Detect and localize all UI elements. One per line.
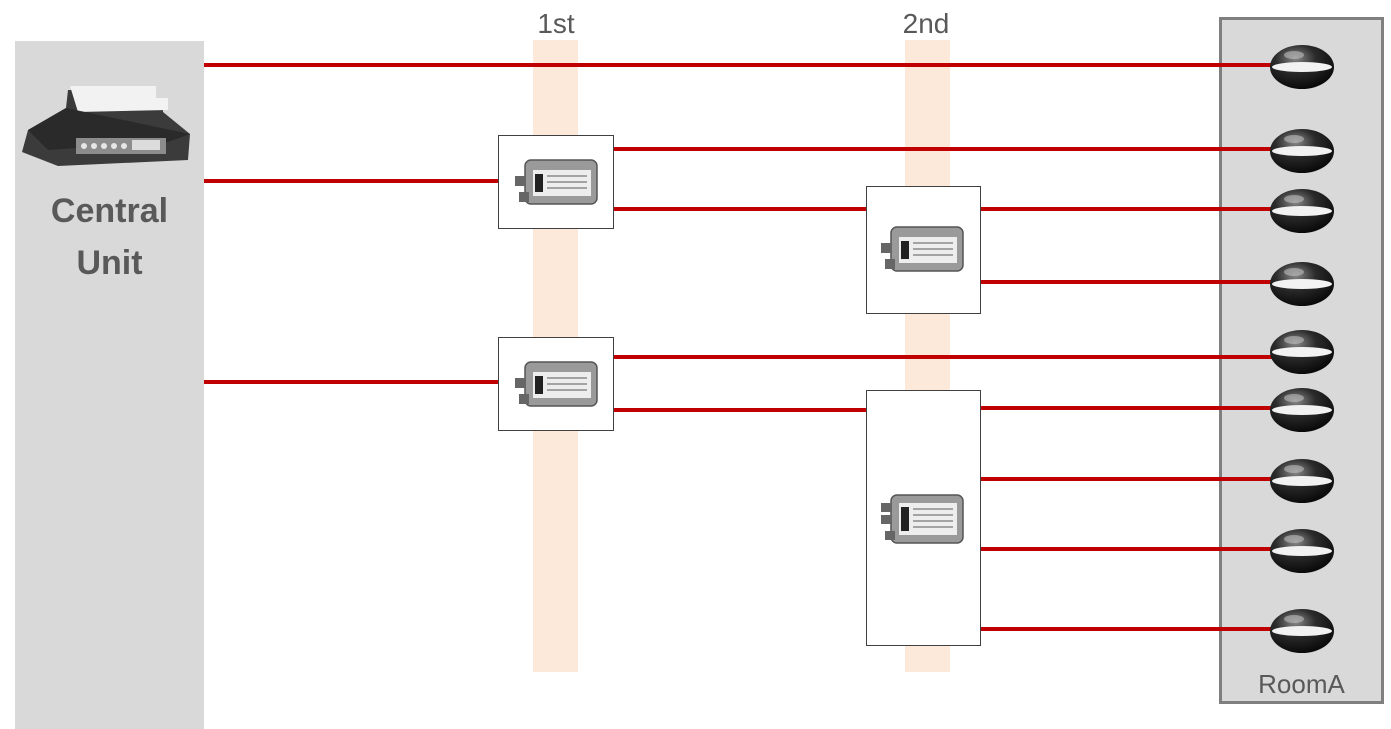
floor-label-2nd: 2nd (902, 8, 950, 39)
dome-sensor-icon (1270, 330, 1334, 374)
dome-sensor-icon (1270, 262, 1334, 306)
dome-sensor-icon (1270, 459, 1334, 503)
splitter-device-icon (881, 494, 964, 544)
splitter-box (498, 135, 614, 229)
central-unit-label: Central Unit (50, 192, 169, 282)
dome-sensor-icon (1270, 529, 1334, 573)
dome-sensor-icon (1270, 609, 1334, 653)
splitter-box (866, 186, 981, 314)
room-label: RoomA (1258, 669, 1345, 699)
central-unit-device-icon (22, 86, 190, 166)
dome-sensor-icon (1270, 129, 1334, 173)
dome-sensor-icon (1270, 388, 1334, 432)
splitter-device-icon (515, 361, 598, 407)
dome-sensor-icon (1270, 45, 1334, 89)
splitter-device-icon (881, 226, 964, 272)
dome-sensor-icon (1270, 189, 1334, 233)
splitter-device-icon (515, 159, 598, 205)
floor-label-1st: 1st (537, 8, 575, 39)
splitter-box (866, 390, 981, 646)
splitter-box (498, 337, 614, 431)
